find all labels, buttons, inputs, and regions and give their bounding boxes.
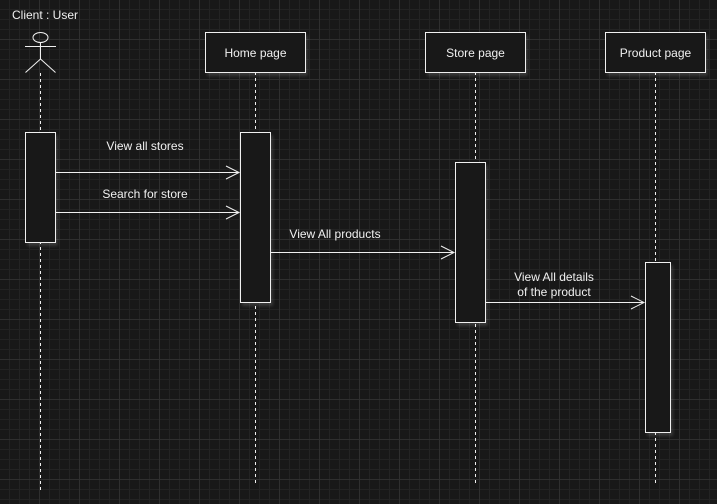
- actor-icon: [25, 32, 56, 73]
- activation-store: [455, 162, 486, 323]
- participant-product-page: Product page: [605, 32, 706, 73]
- activation-product: [645, 262, 671, 433]
- message-label-search-for-store: Search for store: [102, 187, 188, 201]
- message-arrow-view-all-details: [486, 295, 646, 310]
- message-label-line-2: of the product: [517, 285, 591, 299]
- activation-user: [25, 132, 56, 243]
- participant-store-page: Store page: [425, 32, 526, 73]
- participant-home-page: Home page: [205, 32, 306, 73]
- participant-product-label: Product page: [619, 45, 692, 60]
- activation-home: [240, 132, 271, 303]
- message-arrow-search-for-store: [56, 205, 241, 220]
- message-label-view-all-stores: View all stores: [106, 139, 184, 153]
- actor-label: Client : User: [12, 8, 79, 22]
- message-label-line-1: View All details: [514, 270, 594, 284]
- message-label-view-all-products: View All products: [289, 227, 381, 241]
- participant-store-label: Store page: [446, 45, 505, 60]
- participant-home-label: Home page: [224, 45, 287, 60]
- message-arrow-view-all-products: [271, 245, 456, 260]
- message-arrow-view-all-stores: [56, 165, 241, 180]
- message-label-view-all-details: View All details of the product: [499, 270, 609, 300]
